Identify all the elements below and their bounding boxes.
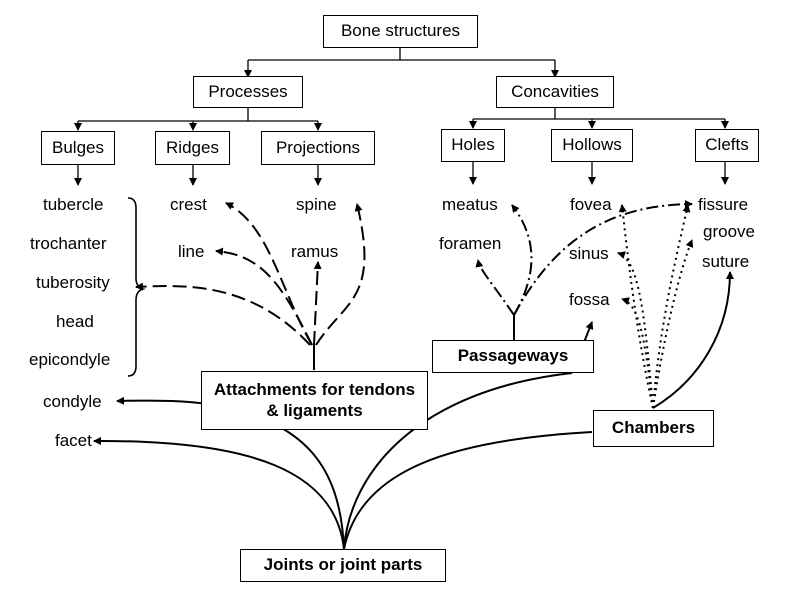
chambers-box: Chambers	[593, 410, 714, 447]
term-fovea: fovea	[570, 195, 612, 214]
tree-connectors	[74, 48, 729, 186]
projections-box: Projections	[261, 131, 375, 165]
clefts-box: Clefts	[695, 129, 759, 162]
term-sinus: sinus	[569, 244, 609, 263]
term-groove: groove	[703, 222, 755, 241]
chamber-arrows	[617, 204, 694, 409]
passageway-arrows	[475, 200, 693, 316]
attachments-box: Attachments for tendons & ligaments	[201, 371, 428, 430]
hollows-box: Hollows	[551, 129, 633, 162]
bulges-box: Bulges	[41, 131, 115, 165]
term-tubercle: tubercle	[43, 195, 104, 214]
joints-box: Joints or joint parts	[240, 549, 446, 582]
term-line: line	[178, 242, 205, 261]
concavities-box: Concavities	[496, 76, 614, 108]
term-meatus: meatus	[442, 195, 498, 214]
ridges-box: Ridges	[155, 131, 230, 165]
term-epicondyle: epicondyle	[29, 350, 111, 369]
term-condyle: condyle	[43, 392, 102, 411]
attachment-arrows	[135, 202, 366, 346]
term-spine: spine	[296, 195, 337, 214]
processes-box: Processes	[193, 76, 303, 108]
attachments-label: Attachments for tendons & ligaments	[213, 380, 416, 420]
term-head: head	[56, 312, 94, 331]
term-fissure: fissure	[698, 195, 749, 214]
term-foramen: foramen	[439, 234, 502, 253]
term-crest: crest	[170, 195, 207, 214]
term-fossa: fossa	[569, 290, 610, 309]
term-suture: suture	[702, 252, 750, 271]
term-tuberosity: tuberosity	[36, 273, 110, 292]
term-trochanter: trochanter	[30, 234, 107, 253]
holes-box: Holes	[441, 129, 505, 162]
term-facet: facet	[55, 431, 92, 450]
root-box: Bone structures	[323, 15, 478, 48]
term-ramus: ramus	[291, 242, 339, 261]
passageways-box: Passageways	[432, 340, 594, 373]
